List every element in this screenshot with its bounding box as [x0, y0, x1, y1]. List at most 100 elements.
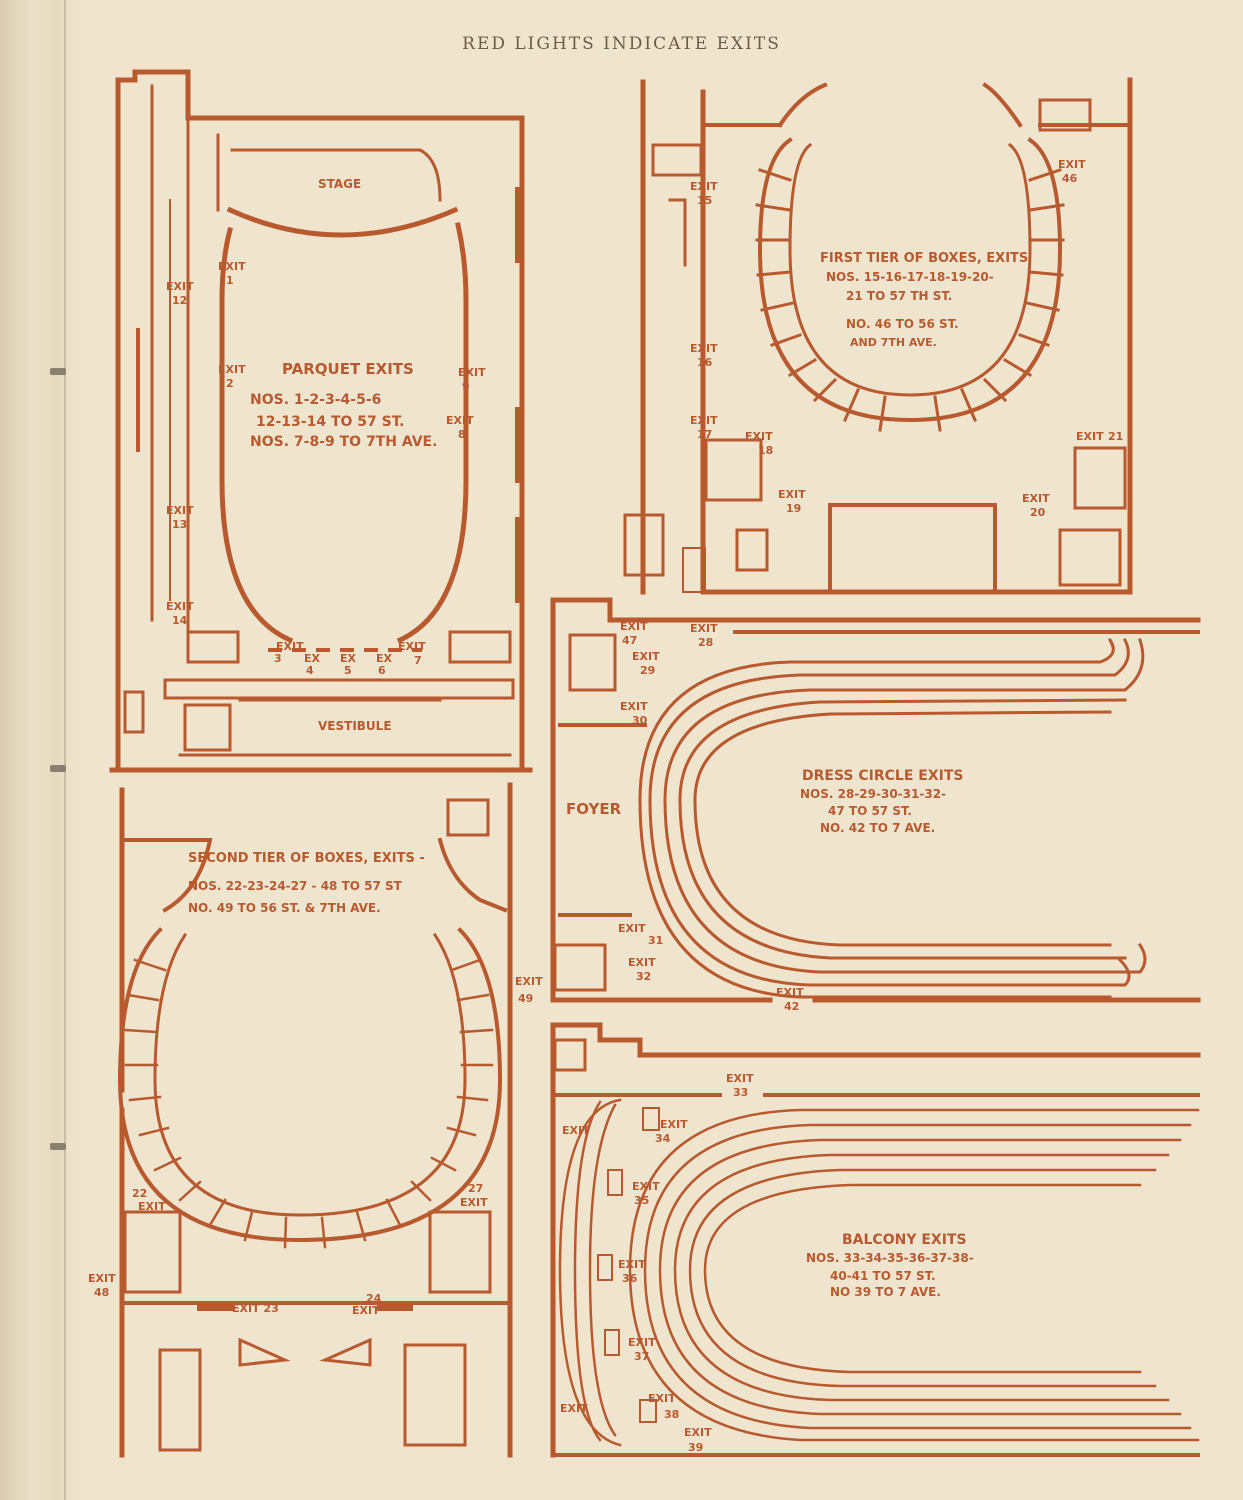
exit-label: EXIT [690, 180, 718, 193]
exit-label: EXIT [560, 1402, 588, 1415]
exit-label: EXIT [726, 1072, 754, 1085]
exit-number: 39 [688, 1441, 703, 1454]
exit-label: EXIT [648, 1392, 676, 1405]
exit-label: EXIT [690, 342, 718, 355]
exit-number: 22 [132, 1187, 147, 1200]
foyer-label: FOYER [566, 800, 622, 818]
staple [50, 368, 66, 375]
exit-number: 17 [697, 428, 712, 441]
exit-number: 48 [94, 1286, 109, 1299]
dress-circle-plan [550, 597, 1201, 1003]
exit-label: EXIT [776, 986, 804, 999]
exit-label: EXIT [620, 700, 648, 713]
exit-label: EXIT [218, 260, 246, 273]
exit-number: 9 [462, 380, 470, 393]
exit-label: EXIT [628, 956, 656, 969]
exit-number: 33 [733, 1086, 748, 1099]
first-tier-title: FIRST TIER OF BOXES, EXITS [820, 251, 1028, 266]
exit-number: 12 [172, 294, 187, 307]
exit-label: EXIT [618, 922, 646, 935]
exit-label: EXIT [446, 414, 474, 427]
exit-number: 38 [664, 1408, 679, 1421]
exit-number: 7 [414, 654, 422, 667]
first-tier-line-1: NOS. 15-16-17-18-19-20- [826, 270, 994, 284]
exit-label: EXIT [166, 280, 194, 293]
second-tier-plan [117, 782, 513, 1458]
first-tier-line-2: 21 TO 57 TH ST. [846, 289, 952, 303]
exit-label: EXIT [632, 650, 660, 663]
exit-number: 28 [698, 636, 713, 649]
exit-number: 46 [1062, 172, 1078, 185]
balcony-plan [550, 1022, 1201, 1458]
balcony-line-1: NOS. 33-34-35-36-37-38- [806, 1251, 974, 1265]
exit-label: EXIT [1058, 158, 1086, 171]
exit-number: EXIT 23 [232, 1302, 279, 1315]
ex-label: EX [340, 652, 357, 665]
parquet-plan [109, 69, 533, 773]
stage-label: STAGE [318, 177, 361, 191]
parquet-line-3: NOS. 7-8-9 TO 7TH AVE. [250, 434, 437, 450]
exit-number: 35 [634, 1194, 649, 1207]
exit-number: 30 [632, 714, 648, 727]
exit-number: 16 [697, 356, 713, 369]
exit-label: EXIT [660, 1118, 688, 1131]
exit-number: 3 [274, 652, 282, 665]
balcony-line-3: NO 39 TO 7 AVE. [830, 1285, 941, 1299]
exit-label: EXIT [684, 1426, 712, 1439]
exit-number: 13 [172, 518, 187, 531]
exit-number: 37 [634, 1350, 649, 1363]
binding-crease [64, 0, 66, 1500]
exit-number: 27 [468, 1182, 483, 1195]
first-tier-line-3: NO. 46 TO 56 ST. [846, 317, 959, 331]
exit-label: EXIT [458, 366, 486, 379]
exit-label: EXIT [778, 488, 806, 501]
exit-number: 24 [366, 1292, 382, 1305]
exit-label: EXIT [620, 620, 648, 633]
exit-label: EXIT [276, 640, 304, 653]
exit-label: EXIT [166, 600, 194, 613]
exit-label: EXIT [745, 430, 773, 443]
exit-label: EXIT [690, 622, 718, 635]
exit-number: 6 [378, 664, 386, 677]
ex-label: EX [376, 652, 393, 665]
exit-label: EXIT [138, 1200, 166, 1213]
vestibule-label: VESTIBULE [318, 719, 392, 733]
exit-label: EXIT [690, 414, 718, 427]
exit-number: 2 [226, 377, 234, 390]
exit-number: 15 [697, 194, 712, 207]
exit-number: 8 [458, 428, 466, 441]
exit-label: EXIT [166, 504, 194, 517]
exit-number: 31 [648, 934, 663, 947]
exit-number: 1 [226, 274, 234, 287]
exit-number: 4 [306, 664, 314, 677]
exit-number: 20 [1030, 506, 1046, 519]
dress-circle-line-1: NOS. 28-29-30-31-32- [800, 787, 946, 801]
exit-label: EXIT [398, 640, 426, 653]
parquet-line-2: 12-13-14 TO 57 ST. [256, 414, 404, 430]
balcony-line-2: 40-41 TO 57 ST. [830, 1269, 936, 1283]
exit-label: EXIT [1076, 430, 1104, 443]
dress-circle-title: DRESS CIRCLE EXITS [802, 768, 963, 784]
exit-label: EXIT [628, 1336, 656, 1349]
exit-label: EXIT [515, 975, 543, 988]
exit-number: 42 [784, 1000, 799, 1013]
exit-number: 29 [640, 664, 655, 677]
exit-number: 14 [172, 614, 188, 627]
dress-circle-line-3: NO. 42 TO 7 AVE. [820, 821, 935, 835]
exit-label: EXIT [632, 1180, 660, 1193]
exit-number: 21 [1108, 430, 1123, 443]
dress-circle-line-2: 47 TO 57 ST. [828, 804, 912, 818]
second-tier-title: SECOND TIER OF BOXES, EXITS - [188, 851, 425, 866]
first-tier-line-4: AND 7TH AVE. [850, 336, 937, 349]
exit-label: EXIT [562, 1124, 590, 1137]
exit-label: EXIT [352, 1304, 380, 1317]
exit-label: EXIT [618, 1258, 646, 1271]
staple [50, 765, 66, 772]
exit-number: 5 [344, 664, 352, 677]
page-heading: RED LIGHTS INDICATE EXITS [462, 34, 781, 54]
second-tier-line-2: NO. 49 TO 56 ST. & 7TH AVE. [188, 901, 381, 915]
exit-number: 19 [786, 502, 801, 515]
balcony-title: BALCONY EXITS [842, 1232, 967, 1248]
